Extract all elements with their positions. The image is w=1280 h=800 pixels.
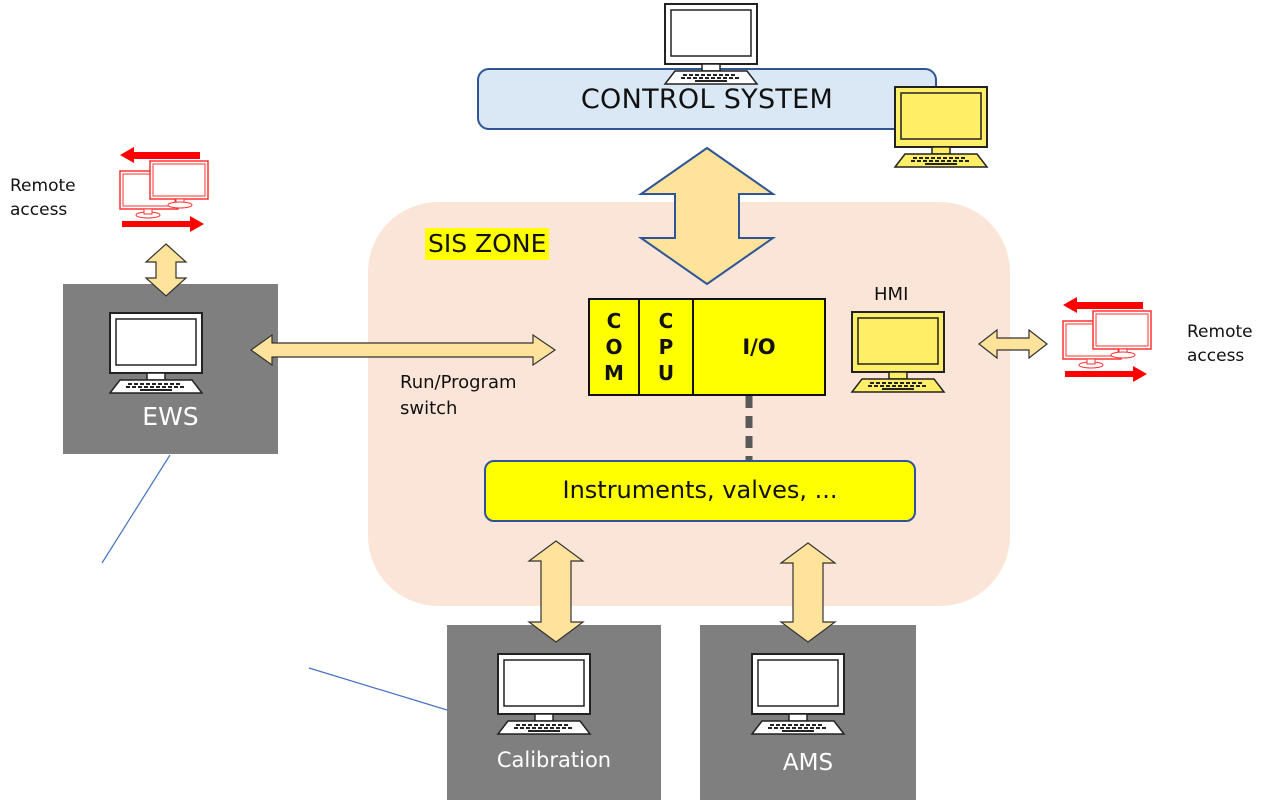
calibration-computer-icon: [497, 653, 591, 735]
run-program-line2: switch: [400, 398, 458, 419]
com-module: C O M: [588, 298, 640, 396]
com-letter: C: [606, 309, 622, 333]
run-program-switch-label: Run/Program switch: [400, 370, 517, 422]
control-system-label: CONTROL SYSTEM: [580, 84, 834, 115]
control-system-operator-station-icon: [894, 86, 988, 168]
cpu-letter: P: [658, 335, 674, 359]
ews-com-arrow: [249, 333, 557, 367]
com-letter: O: [605, 335, 623, 359]
io-module: I/O: [692, 298, 826, 396]
ews-callout-line: [101, 454, 171, 564]
remote-access-left-icon: [119, 146, 209, 233]
ews-label: EWS: [142, 402, 199, 431]
hmi-label: HMI: [874, 284, 909, 305]
hmi-computer-icon: [851, 311, 945, 393]
field-calibration-arrow: [527, 540, 585, 643]
remote-access-left-label: Remote access: [10, 174, 76, 222]
hmi-remote-arrow: [978, 328, 1048, 360]
cpu-module: C P U: [638, 298, 694, 396]
field-ams-arrow: [779, 542, 837, 643]
io-module-label: I/O: [742, 335, 776, 359]
remote-ews-arrow: [144, 243, 188, 297]
remote-access-right-line2: access: [1187, 346, 1245, 366]
remote-access-right-icon: [1062, 296, 1152, 383]
field-devices-label: Instruments, valves, ...: [562, 476, 838, 504]
remote-access-right-line1: Remote: [1187, 322, 1253, 342]
remote-access-right-label: Remote access: [1187, 320, 1253, 368]
cpu-letter: C: [658, 309, 674, 333]
run-program-line1: Run/Program: [400, 372, 517, 393]
calibration-callout-line: [308, 667, 448, 711]
com-letter: M: [604, 361, 624, 385]
cpu-letter: U: [657, 361, 675, 385]
ams-label: AMS: [782, 750, 834, 776]
control-system-computer-icon: [664, 3, 758, 85]
calibration-label: Calibration: [496, 748, 612, 772]
remote-access-left-line2: access: [10, 200, 68, 220]
sis-zone-label: SIS ZONE: [425, 228, 550, 260]
control-sis-double-arrow: [637, 146, 777, 286]
ews-computer-icon: [109, 312, 203, 394]
remote-access-left-line1: Remote: [10, 176, 76, 196]
field-devices-box: [484, 460, 916, 522]
ams-computer-icon: [751, 653, 845, 735]
